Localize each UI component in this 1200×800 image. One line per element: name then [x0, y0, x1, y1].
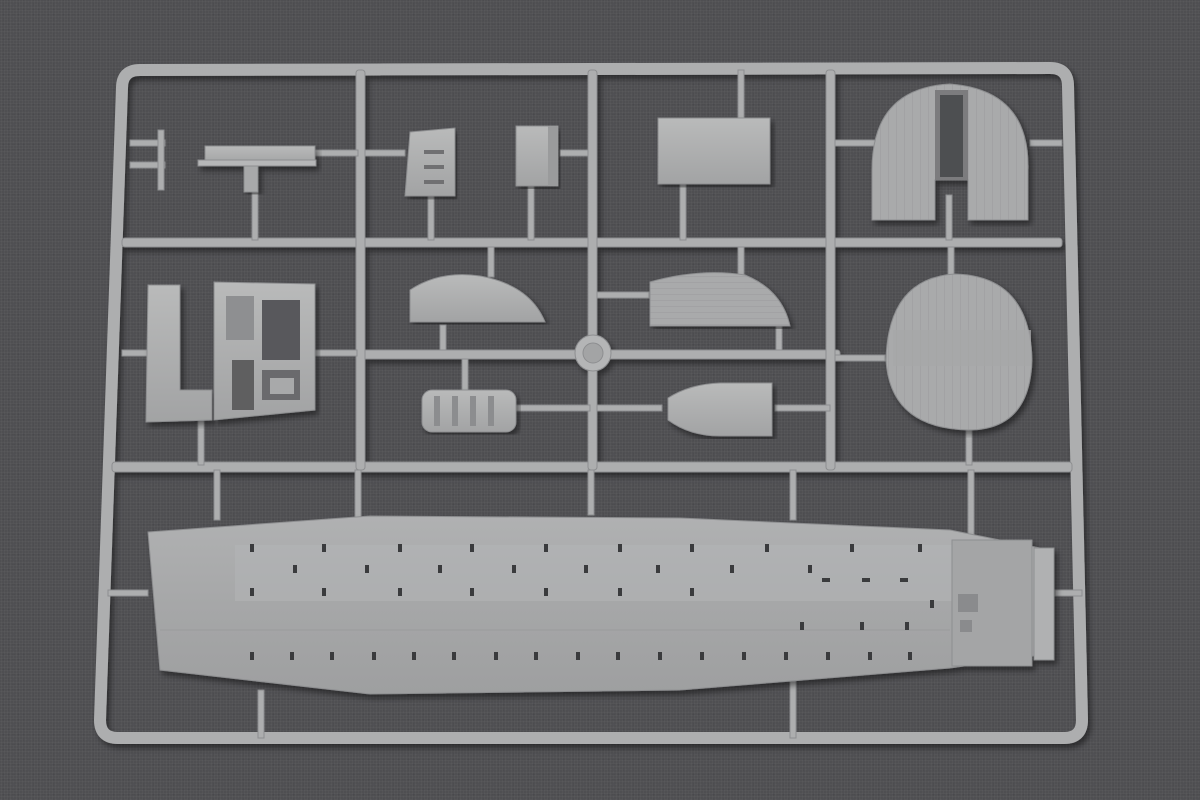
part-l-bulkhead	[145, 284, 213, 423]
part-window-frame	[213, 281, 316, 421]
part-small-box	[515, 125, 559, 187]
deck-holes	[250, 544, 934, 660]
part-flat-plate	[657, 117, 771, 185]
part-half-platform-b	[649, 272, 791, 327]
part-louver-panel	[404, 127, 456, 197]
part-ribbed-rack	[421, 389, 517, 433]
part-main-deck	[147, 515, 1055, 695]
part-small-boat	[667, 382, 773, 437]
part-long-bracket	[197, 145, 317, 193]
gate-connectors	[107, 69, 1083, 739]
part-round-deck-large	[885, 273, 1033, 431]
part-half-platform-a	[409, 274, 546, 323]
part-round-deck-top	[871, 83, 1029, 221]
sprue-frame	[93, 61, 1089, 744]
